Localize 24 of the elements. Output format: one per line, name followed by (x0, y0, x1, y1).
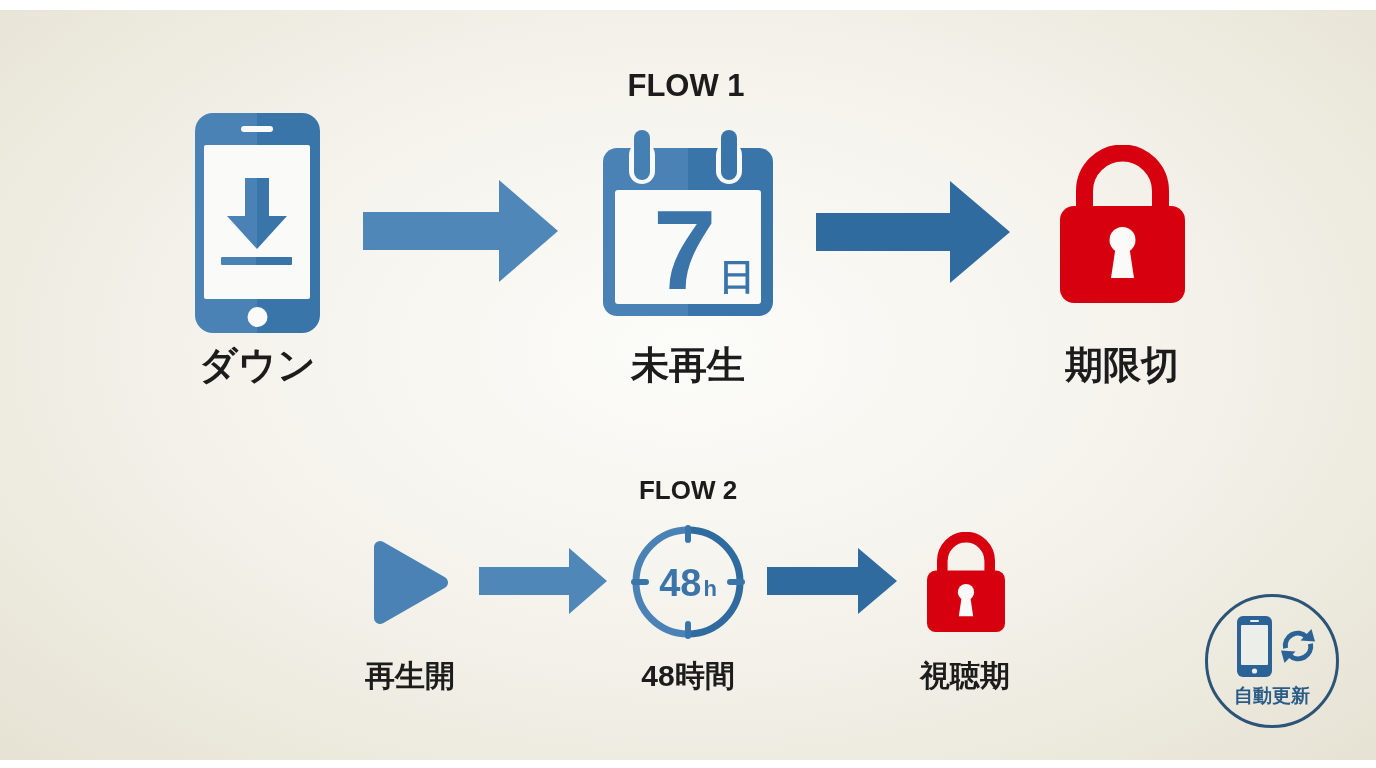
timer-dial (630, 524, 746, 640)
auto-update-badge (1205, 594, 1339, 728)
node-label: 期限切 (1065, 346, 1179, 384)
block-arrow (363, 180, 558, 282)
node-label: 再生開 (365, 661, 455, 691)
flow-heading: FLOW 1 (627, 70, 745, 101)
hour-number: 48 (659, 564, 702, 602)
padlock-icon (927, 532, 1005, 632)
node-label: 未再生 (631, 346, 745, 384)
block-arrow (816, 181, 1010, 283)
padlock-icon (1060, 145, 1185, 303)
flow-heading: FLOW 2 (638, 477, 738, 503)
node-label: 48時間 (641, 661, 735, 691)
phone-download-icon (195, 113, 320, 333)
block-arrow (479, 548, 607, 614)
day-number: 7 (653, 193, 717, 307)
block-arrow (767, 548, 897, 614)
node-label: ダウン (198, 346, 316, 384)
hour-unit: h (703, 578, 717, 600)
node-label: 視聴期 (920, 661, 1010, 691)
badge-label: 自動更新 (1234, 686, 1310, 705)
calendar (603, 130, 773, 316)
play-icon (372, 539, 450, 626)
day-unit: 日 (719, 259, 756, 295)
